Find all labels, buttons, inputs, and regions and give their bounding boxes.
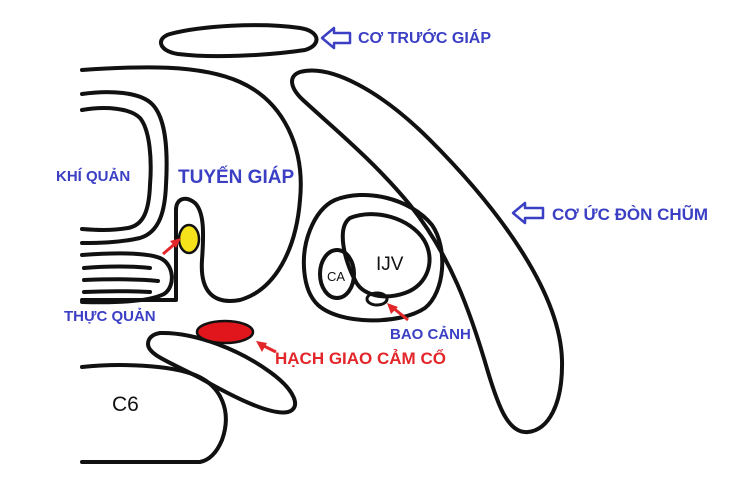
esophagus-outer-shape	[80, 251, 174, 305]
c6-vertebra-shape	[80, 363, 228, 464]
label-thyroid: TUYẾN GIÁP	[178, 166, 294, 188]
carotid-sheath-shape	[301, 192, 445, 323]
esophagus-fold-1	[82, 264, 152, 270]
label-c6: C6	[112, 393, 139, 416]
label-ijv: IJV	[376, 254, 404, 275]
parathyroid-arrow-head	[170, 238, 181, 248]
esophagus-fold-2	[82, 277, 160, 283]
label-esophagus: THỰC QUẢN	[64, 308, 156, 325]
ijv-shape	[340, 212, 432, 299]
label-strap-muscle: CƠ TRƯỚC GIÁP	[358, 28, 491, 47]
thyroid-gland-shape	[80, 65, 303, 303]
ganglion-arrow-head	[256, 341, 267, 352]
scm-muscle-shape	[290, 68, 565, 435]
esophagus-fold-3	[82, 289, 152, 294]
label-sympathetic-ganglion: HẠCH GIAO CẢM CỔ	[275, 349, 446, 368]
label-ca: CA	[327, 269, 345, 284]
trachea-inner-shape	[80, 106, 153, 232]
parathyroid-gland	[177, 223, 201, 255]
scm-arrow	[511, 201, 545, 225]
trachea-outer-shape	[80, 90, 169, 245]
label-scm: CƠ ỨC ĐÒN CHŨM	[552, 204, 708, 224]
label-carotid-sheath: BAO CẢNH	[390, 326, 471, 343]
sympathetic-ganglion	[195, 319, 255, 345]
strap-muscle-arrow	[320, 26, 352, 50]
strap-muscle-shape	[159, 23, 319, 59]
longus-colli-shape	[146, 330, 298, 415]
label-trachea: KHÍ QUẢN	[56, 168, 130, 185]
carotid-artery-shape	[318, 248, 356, 300]
carotid-sheath-arrow-head	[387, 303, 398, 314]
vagus-nerve-shape	[365, 291, 389, 307]
